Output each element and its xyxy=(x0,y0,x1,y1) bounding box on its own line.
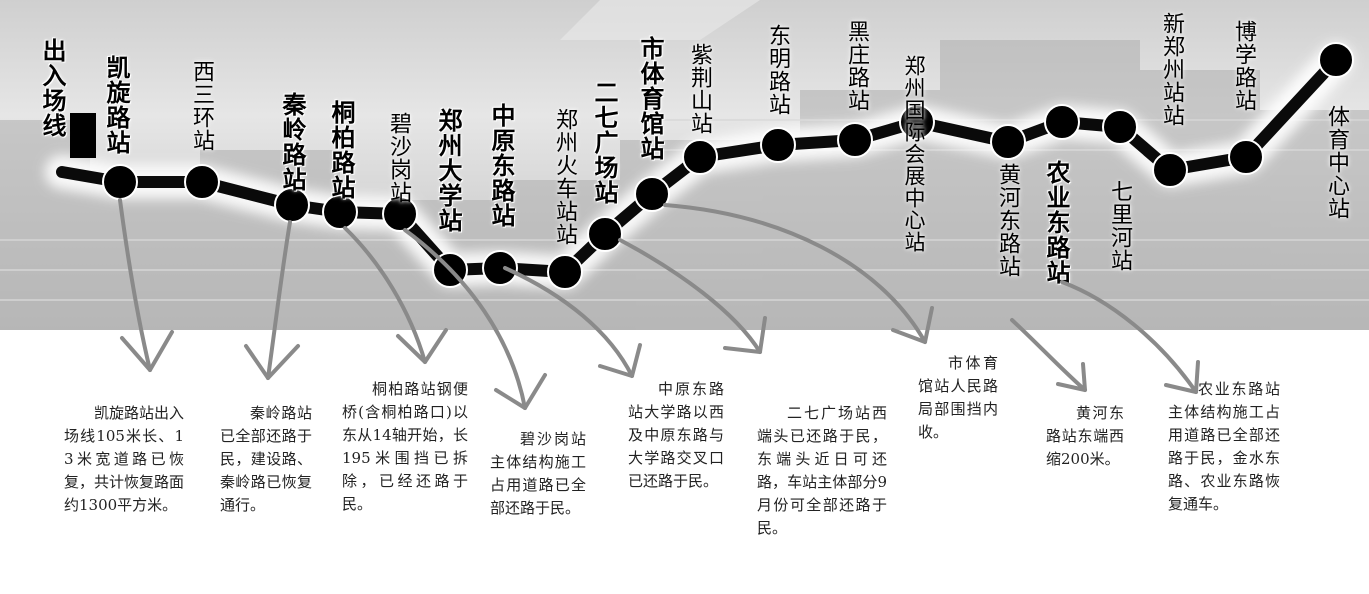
station-dot-qinling xyxy=(274,187,310,223)
station-dot-nongyedong xyxy=(1044,104,1080,140)
station-label-zijingshan: 紫荆山站 xyxy=(687,43,712,135)
depot-marker xyxy=(70,113,96,158)
note-erqi: 二七广场站西端头已还路于民，东端头近日可还路，车站主体部分9月份可全部还路于民。 xyxy=(757,404,887,537)
note-tiyuguan: 市体育馆站人民路局部围挡内收。 xyxy=(918,354,998,441)
arrow-zhongyuan-head xyxy=(598,343,642,378)
station-dot-dongminglu xyxy=(760,127,796,163)
station-dot-qilihe xyxy=(1102,109,1138,145)
station-label-tongbai: 桐柏路站 xyxy=(327,100,355,200)
note-huanghe: 黄河东路站东端西缩200米。 xyxy=(1046,404,1124,468)
arrow-kaixuan-head xyxy=(120,330,174,372)
station-dot-boxuelu xyxy=(1228,139,1264,175)
station-label-entry: 出入场线 xyxy=(38,38,66,138)
station-dot-heizhuang xyxy=(837,122,873,158)
station-dot-xisanhuan xyxy=(184,164,220,200)
station-label-nongyedong: 农业东路站 xyxy=(1042,160,1070,285)
station-label-bishagang: 碧沙岗站 xyxy=(386,112,411,204)
note-bishagang: 碧沙岗站主体结构施工占用道路已全部还路于民。 xyxy=(490,430,586,517)
light-ray xyxy=(560,0,760,40)
station-dot-tongbai xyxy=(322,194,358,230)
station-dot-zhongyuan xyxy=(482,250,518,286)
station-label-erqi: 二七广场站 xyxy=(590,80,618,205)
station-dot-huanghedong xyxy=(990,124,1026,160)
note-kaixuan: 凯旋路站出入场线105米长、13米宽道路已恢复，共计恢复路面约1300平方米。 xyxy=(64,404,185,514)
arrow-huanghe-head xyxy=(1056,362,1087,392)
station-dot-zzdx xyxy=(432,252,468,288)
station-dot-xinzhengzhou xyxy=(1152,152,1188,188)
arrow-tongbai-head xyxy=(396,328,448,364)
station-label-zzhcz: 郑州火车站站 xyxy=(552,108,577,246)
station-label-boxuelu: 博学路站 xyxy=(1231,20,1256,112)
station-label-heizhuang: 黑庄路站 xyxy=(844,20,869,112)
station-dot-kaixuan xyxy=(102,164,138,200)
station-label-kaixuan: 凯旋路站 xyxy=(102,55,130,155)
station-label-xinzhengzhou: 新郑州站站 xyxy=(1159,12,1184,127)
note-qinling: 秦岭路站已全部还路于民，建设路、秦岭路已恢复通行。 xyxy=(220,404,312,514)
station-dot-tiyuzhongxin xyxy=(1318,42,1354,78)
station-dot-tiyuguan xyxy=(634,176,670,212)
note-zhongyuan: 中原东路站大学路以西及中原东路与大学路交叉口已还路于民。 xyxy=(628,380,724,490)
station-label-zhongyuan: 中原东路站 xyxy=(487,103,515,228)
station-label-huanghedong: 黄河东路站 xyxy=(995,163,1020,278)
station-label-tiyuguan: 市体育馆站 xyxy=(636,36,664,161)
station-dot-erqi xyxy=(587,216,623,252)
station-dot-huizhan xyxy=(899,104,935,140)
station-label-zzdx: 郑州大学站 xyxy=(434,108,462,233)
station-dot-zzhcz xyxy=(547,254,583,290)
station-dot-zijingshan xyxy=(682,139,718,175)
station-label-tiyuzhongxin: 体育中心站 xyxy=(1324,105,1349,220)
note-nongye: 农业东路站主体结构施工占用道路已全部还路于民，金水东路、农业东路恢复通车。 xyxy=(1168,380,1280,513)
station-label-qilihe: 七里河站 xyxy=(1107,180,1132,272)
station-label-huizhan: 郑州国际会展中心站 xyxy=(902,55,926,253)
arrow-bishagang-head xyxy=(494,373,547,410)
station-label-xisanhuan: 西三环站 xyxy=(189,60,214,152)
station-label-dongminglu: 东明路站 xyxy=(765,24,790,116)
arrow-qinling-head xyxy=(244,344,300,380)
note-tongbai: 桐柏路站钢便桥(含桐柏路口)以东从14轴开始，长195米围挡已拆除，已经还路于民… xyxy=(342,380,468,513)
station-label-qinling: 秦岭路站 xyxy=(278,92,306,192)
arrow-huanghe xyxy=(1010,318,1087,392)
